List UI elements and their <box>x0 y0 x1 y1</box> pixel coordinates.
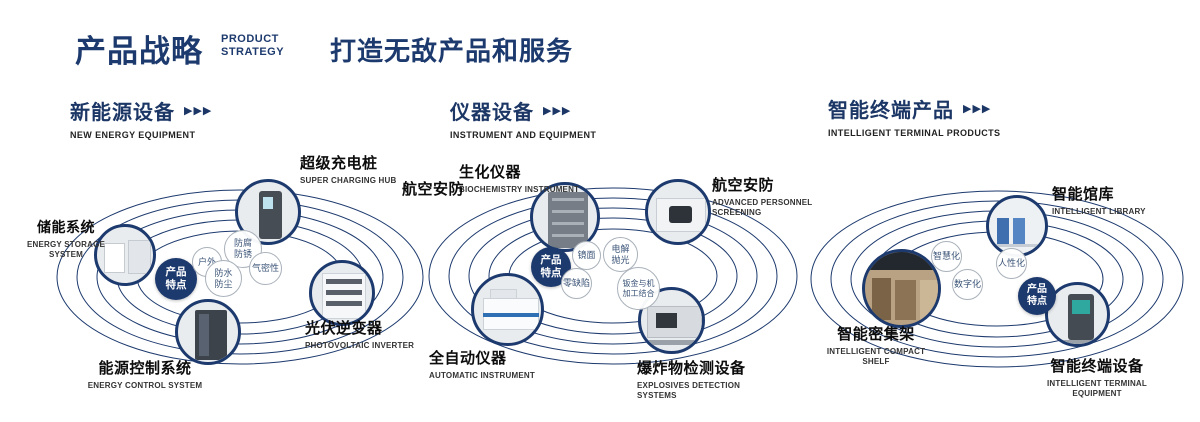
equipment-shape <box>552 210 584 213</box>
orbit-rings <box>428 187 798 365</box>
feature-bubble: 数字化 <box>952 269 983 300</box>
label-biochemistry: 生化仪器 BIOCHEMISTRY INSTRUMENT <box>459 164 580 194</box>
equipment-shape <box>865 252 938 270</box>
page-title: 产品战略 <box>75 34 203 69</box>
feature-bubble: 镜面 <box>572 241 601 270</box>
label-aviation-side: 航空安防 <box>402 181 465 198</box>
personnel-screening-photo <box>645 179 711 245</box>
label-explosives-detection: 爆炸物检测设备 EXPLOSIVES DETECTION SYSTEMS <box>637 360 746 400</box>
section-subtitle-en: NEW ENERGY EQUIPMENT <box>70 130 196 140</box>
intelligent-compact-shelf-photo <box>862 249 941 328</box>
equipment-shape <box>199 314 209 356</box>
section-subtitle-en: INSTRUMENT AND EQUIPMENT <box>450 130 597 140</box>
label-energy-storage: 储能系统 ENERGY STORAGE SYSTEM <box>26 219 106 259</box>
chevrons-icon: ▶▶▶ <box>963 103 992 115</box>
label-energy-control: 能源控制系统 ENERGY CONTROL SYSTEM <box>87 360 203 390</box>
photovoltaic-inverter-photo <box>309 260 375 326</box>
label-automatic-instrument: 全自动仪器 AUTOMATIC INSTRUMENT <box>429 350 535 380</box>
equipment-shape <box>669 206 692 223</box>
section-header-new-energy: 新能源设备 ▶▶▶ NEW ENERGY EQUIPMENT <box>70 96 212 140</box>
biochemistry-instrument-photo <box>530 182 600 252</box>
product-features-badge: 产品特点 <box>531 247 571 287</box>
chevrons-icon: ▶▶▶ <box>543 105 572 117</box>
section-title: 新能源设备 <box>70 102 175 124</box>
feature-bubble: 钣金与机加工结合 <box>617 267 660 310</box>
label-photovoltaic-inverter: 光伏逆变器 PHOTOVOLTAIC INVERTER <box>305 320 415 350</box>
energy-control-photo <box>175 299 241 365</box>
product-features-badge: 产品特点 <box>155 258 197 300</box>
automatic-instrument-photo <box>471 273 544 346</box>
equipment-shape <box>326 290 362 295</box>
equipment-shape <box>872 278 891 320</box>
section-header-instrument: 仪器设备 ▶▶▶ INSTRUMENT AND EQUIPMENT <box>450 96 596 140</box>
equipment-shape <box>552 234 584 237</box>
feature-bubble: 防水防尘 <box>205 260 242 297</box>
equipment-shape <box>104 243 125 273</box>
equipment-shape <box>895 280 916 320</box>
equipment-shape <box>552 222 584 225</box>
tagline: 打造无敌产品和服务 <box>330 36 574 66</box>
feature-bubble: 电解抛光 <box>603 237 638 272</box>
label-personnel-screening: 航空安防 ADVANCED PERSONNEL SCREENING <box>712 177 813 217</box>
super-charging-hub-photo <box>235 179 301 245</box>
equipment-shape <box>989 244 1045 247</box>
equipment-shape <box>647 340 702 345</box>
equipment-shape <box>326 301 362 306</box>
equipment-shape <box>552 198 584 201</box>
feature-bubble: 人性化 <box>996 248 1027 279</box>
equipment-shape <box>1063 340 1099 344</box>
product-features-badge: 产品特点 <box>1018 277 1056 315</box>
energy-storage-photo <box>94 224 156 286</box>
label-super-charging-hub: 超级充电桩 SUPER CHARGING HUB <box>300 155 397 185</box>
label-intelligent-compact-shelf: 智能密集架 INTELLIGENT COMPACT SHELF <box>826 326 926 366</box>
equipment-shape <box>920 280 938 320</box>
intelligent-library-photo <box>986 195 1048 257</box>
equipment-shape <box>483 313 539 317</box>
feature-bubble: 气密性 <box>249 252 282 285</box>
equipment-shape <box>1013 218 1025 244</box>
label-intelligent-terminal: 智能终端设备 INTELLIGENT TERMINAL EQUIPMENT <box>1047 358 1147 398</box>
equipment-shape <box>326 279 362 284</box>
section-title: 仪器设备 <box>450 102 534 124</box>
chevrons-icon: ▶▶▶ <box>184 105 213 117</box>
feature-bubble: 零缺陷 <box>561 268 592 299</box>
label-intelligent-library: 智能馆库 INTELLIGENT LIBRARY <box>1052 186 1146 216</box>
equipment-shape <box>656 313 677 328</box>
equipment-shape <box>263 197 273 209</box>
section-title: 智能终端产品 <box>828 100 954 122</box>
equipment-shape <box>997 218 1009 244</box>
equipment-shape <box>548 192 588 248</box>
section-header-intelligent: 智能终端产品 ▶▶▶ INTELLIGENT TERMINAL PRODUCTS <box>828 94 1000 138</box>
feature-bubble: 智慧化 <box>931 241 962 272</box>
equipment-shape <box>490 289 517 299</box>
equipment-shape <box>128 240 151 274</box>
section-subtitle-en: INTELLIGENT TERMINAL PRODUCTS <box>828 128 1001 138</box>
equipment-shape <box>1072 300 1090 314</box>
page-title-en: PRODUCT STRATEGY <box>221 33 285 59</box>
